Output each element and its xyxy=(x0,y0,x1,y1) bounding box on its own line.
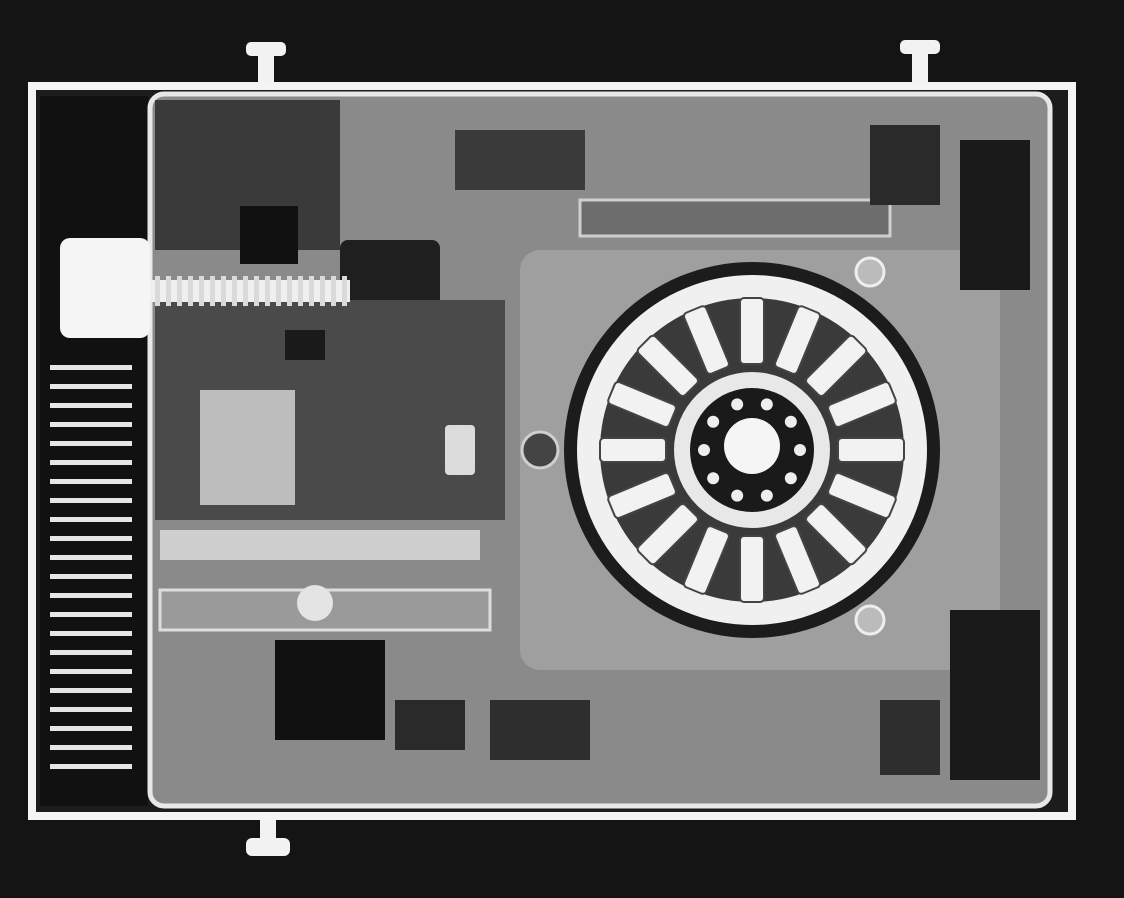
hub-hole xyxy=(707,415,720,428)
power-socket xyxy=(395,700,465,750)
spindle-spoke xyxy=(607,380,677,428)
connector-pin xyxy=(50,631,132,636)
screw-bottom-left xyxy=(246,838,290,856)
connector-pin xyxy=(50,498,132,503)
bracket-top-right xyxy=(870,125,940,205)
hub-hole xyxy=(698,444,710,456)
screw-thread xyxy=(232,276,237,306)
sensor xyxy=(445,425,475,475)
mount-hole-bottom xyxy=(854,604,886,636)
hub-hole xyxy=(731,489,744,502)
connector-pin xyxy=(50,403,132,408)
spindle-spoke xyxy=(636,502,700,566)
screw-thread xyxy=(243,276,248,306)
spindle-spoke xyxy=(827,472,897,520)
screw-thread xyxy=(155,276,160,306)
connector-pin xyxy=(50,574,132,579)
screw-thread xyxy=(309,276,314,306)
side-latch-top xyxy=(960,140,1030,290)
bracket-top xyxy=(455,130,585,190)
spindle-spoke xyxy=(739,297,765,365)
connector-pin xyxy=(50,669,132,674)
hub-hole xyxy=(760,398,773,411)
spindle-spokes xyxy=(599,297,905,603)
screw-thread xyxy=(221,276,226,306)
screw-thread xyxy=(199,276,204,306)
connector-pin xyxy=(50,441,132,446)
connector-pin xyxy=(50,365,132,370)
side-latch-bottom xyxy=(950,610,1040,780)
spindle-spoke xyxy=(804,334,868,398)
spindle-spoke xyxy=(837,437,905,463)
mount-hole-top xyxy=(854,256,886,288)
bearing xyxy=(297,585,333,621)
ic-chip xyxy=(285,330,325,360)
hub-hole xyxy=(784,415,797,428)
hub-holes xyxy=(698,398,806,502)
connector-pin xyxy=(50,612,132,617)
mounting-screws xyxy=(246,40,940,856)
screw-thread xyxy=(342,276,347,306)
hub-hole xyxy=(760,489,773,502)
spindle-spoke xyxy=(774,525,822,595)
spindle-spoke xyxy=(804,502,868,566)
connector-pin xyxy=(50,593,132,598)
screw-top-left xyxy=(246,42,286,56)
connector-pin xyxy=(50,745,132,750)
connector-pin xyxy=(50,479,132,484)
connector-pin xyxy=(50,726,132,731)
screw-thread xyxy=(276,276,281,306)
spindle-spoke xyxy=(774,305,822,375)
connector-pin xyxy=(50,384,132,389)
screw-thread xyxy=(188,276,193,306)
hub-hole xyxy=(707,472,720,485)
head-carriage-rail xyxy=(160,530,480,560)
chip xyxy=(240,206,298,264)
screw-thread xyxy=(331,276,336,306)
front-bezel xyxy=(40,96,148,806)
component-plate xyxy=(200,390,295,505)
connector-pin xyxy=(50,422,132,427)
ribbon-connector xyxy=(578,198,892,238)
hub-hole xyxy=(794,444,806,456)
bracket-bottom-right xyxy=(880,700,940,775)
screw-thread xyxy=(210,276,215,306)
bracket-bottom xyxy=(490,700,590,760)
connector-pin xyxy=(50,688,132,693)
connector-pin xyxy=(50,764,132,769)
screw-thread xyxy=(265,276,270,306)
connector-pin xyxy=(50,707,132,712)
pivot xyxy=(520,430,560,470)
connector-pin xyxy=(50,650,132,655)
screw-thread xyxy=(287,276,292,306)
screw-thread xyxy=(298,276,303,306)
screw-top-right-shaft xyxy=(912,50,928,90)
edge-connector-pins xyxy=(50,365,132,769)
connector-pin xyxy=(50,536,132,541)
screw-thread xyxy=(254,276,259,306)
hub-hole xyxy=(784,472,797,485)
spindle-spoke xyxy=(599,437,667,463)
connector-pin xyxy=(50,460,132,465)
lead-screw-threads xyxy=(155,276,347,306)
hub-hole xyxy=(731,398,744,411)
screw-thread xyxy=(177,276,182,306)
connector-pin xyxy=(50,555,132,560)
motor-housing xyxy=(60,238,150,338)
spindle-spoke xyxy=(682,305,730,375)
power-connector xyxy=(275,640,385,740)
spindle-spoke xyxy=(739,535,765,603)
screw-thread xyxy=(320,276,325,306)
spindle-spoke xyxy=(636,334,700,398)
spindle-spoke xyxy=(827,380,897,428)
connector-pin xyxy=(50,517,132,522)
spindle-spoke xyxy=(682,525,730,595)
spindle-center xyxy=(724,418,780,474)
spindle-spoke xyxy=(607,472,677,520)
screw-top-right xyxy=(900,40,940,54)
screw-thread xyxy=(166,276,171,306)
